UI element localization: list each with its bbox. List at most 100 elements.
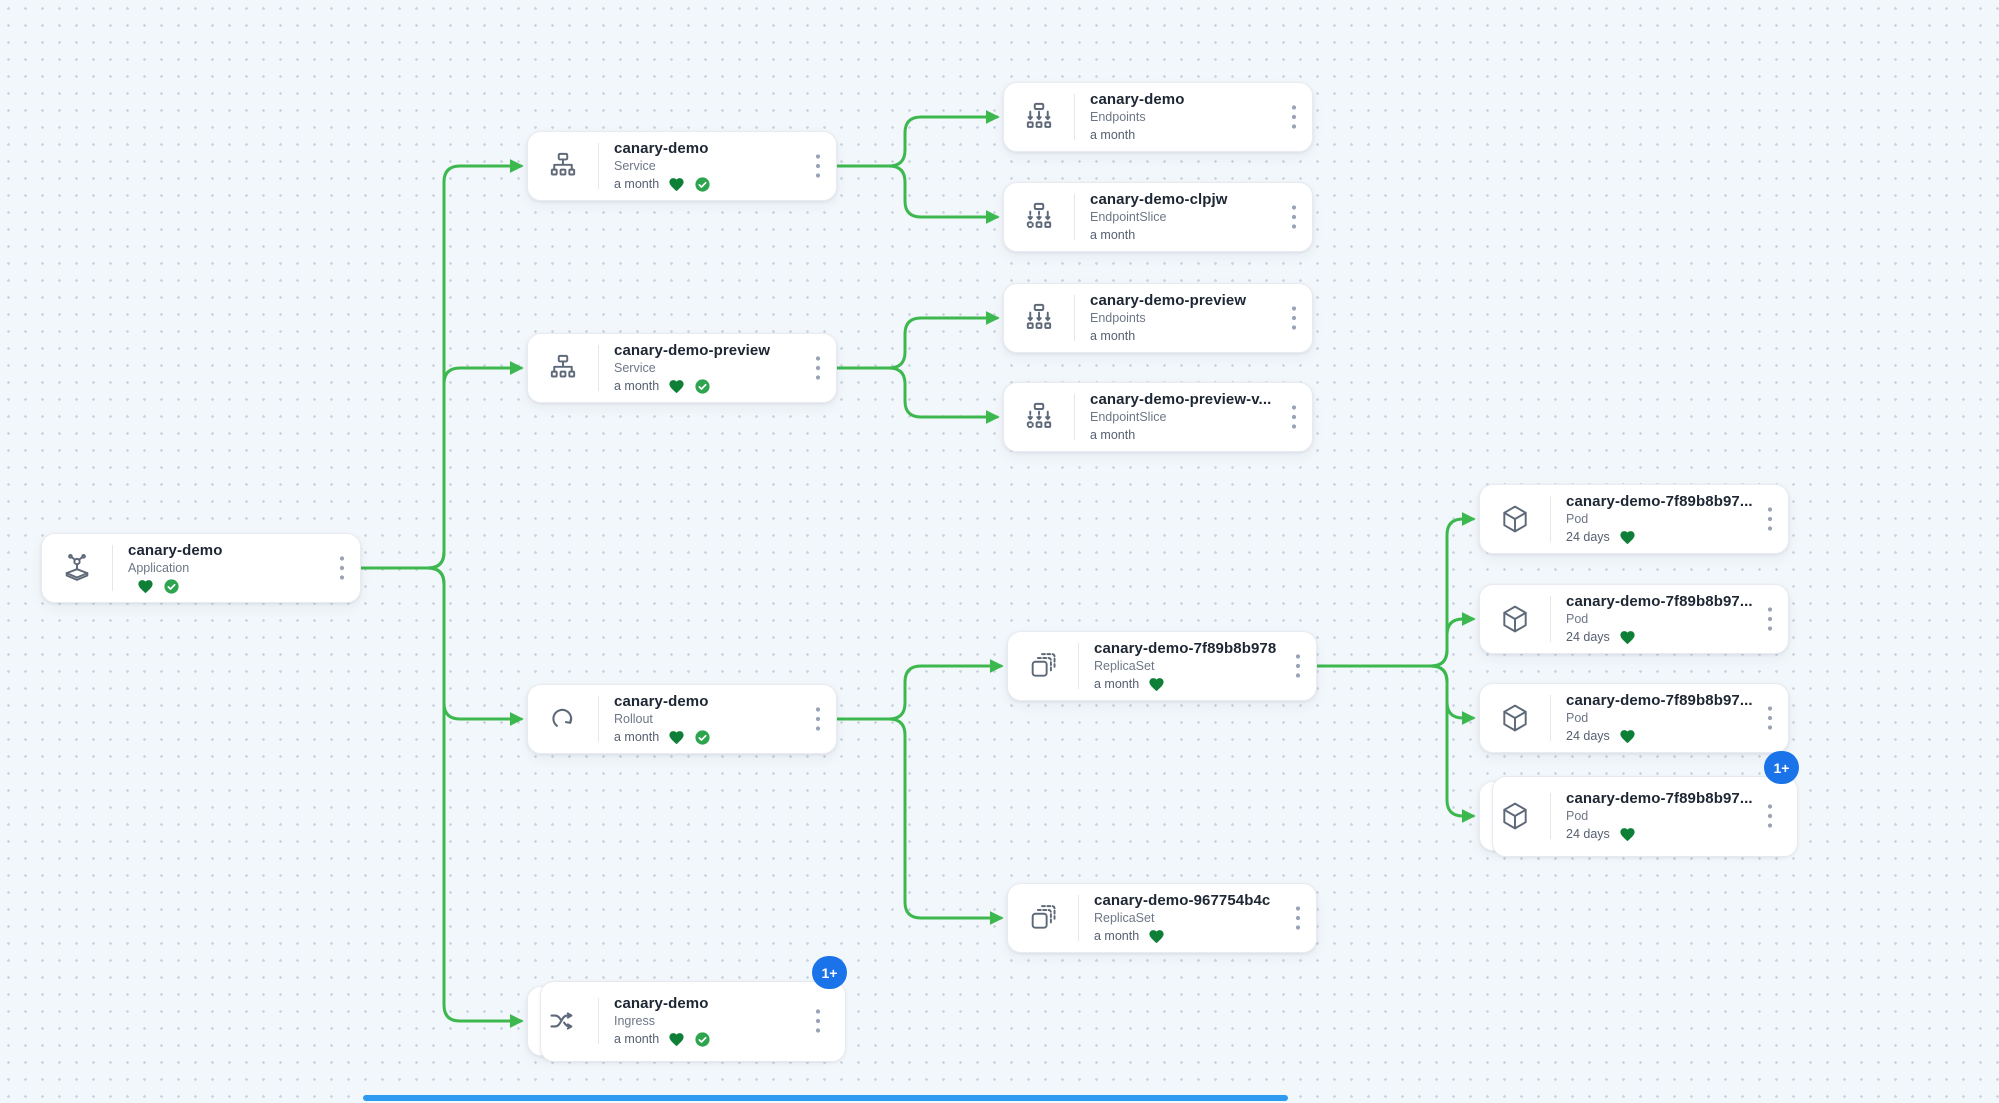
node-kind: Application	[128, 560, 190, 575]
node-application-canary-demo[interactable]: canary-demo Application	[41, 533, 361, 603]
pod-icon	[1480, 502, 1550, 536]
node-age: a month	[614, 730, 660, 744]
node-kind: ReplicaSet	[1094, 910, 1155, 925]
service-icon	[528, 351, 598, 385]
node-age: a month	[1090, 228, 1136, 242]
node-title: canary-demo-7f89b8b97...	[1566, 789, 1753, 807]
node-replicaset-canary-demo-7f89b8b978[interactable]: canary-demo-7f89b8b978 ReplicaSet a mont…	[1007, 631, 1317, 701]
node-title: canary-demo-967754b4c	[1094, 891, 1271, 909]
node-rollout-canary-demo[interactable]: canary-demo Rollout a month	[527, 684, 837, 754]
node-divider	[112, 545, 113, 591]
node-menu-button[interactable]	[1276, 104, 1312, 130]
node-age: a month	[1090, 329, 1136, 343]
more-items-badge[interactable]: 1+	[812, 956, 847, 989]
node-age: 24 days	[1566, 729, 1610, 743]
node-title: canary-demo-clpjw	[1090, 190, 1228, 208]
node-menu-button[interactable]	[1276, 404, 1312, 430]
node-menu-button[interactable]	[1276, 305, 1312, 331]
node-age: a month	[614, 1032, 660, 1046]
node-endpoints-canary-demo[interactable]: canary-demo Endpoints a month	[1003, 82, 1313, 152]
healthy-heart-icon	[1147, 676, 1166, 693]
node-kind: Service	[614, 158, 656, 173]
healthy-heart-icon	[667, 176, 686, 193]
node-menu-button[interactable]	[800, 153, 836, 179]
node-menu-button[interactable]	[1752, 705, 1788, 731]
node-kind: Pod	[1566, 511, 1589, 526]
node-age: 24 days	[1566, 530, 1610, 544]
node-age: 24 days	[1566, 630, 1610, 644]
synced-check-icon	[163, 578, 180, 595]
node-menu-button[interactable]	[324, 555, 360, 581]
healthy-heart-icon	[667, 378, 686, 395]
endpoints-icon	[1004, 100, 1074, 134]
node-title: canary-demo-preview	[1090, 291, 1247, 309]
more-items-badge[interactable]: 1+	[1764, 751, 1799, 784]
node-pod-canary-demo-2[interactable]: canary-demo-7f89b8b97... Pod 24 days	[1479, 584, 1789, 654]
node-title: canary-demo-preview	[614, 341, 771, 359]
node-divider	[1550, 496, 1551, 542]
node-pod-canary-demo-4[interactable]: 1+ canary-demo-7f89b8b97... Pod 24 days	[1479, 751, 1799, 857]
node-divider	[598, 998, 599, 1044]
node-kind: EndpointSlice	[1090, 409, 1167, 424]
healthy-heart-icon	[667, 729, 686, 746]
horizontal-scrollbar[interactable]	[363, 1095, 1288, 1101]
node-title: canary-demo	[128, 541, 223, 559]
synced-check-icon	[694, 1031, 711, 1048]
node-divider	[1550, 793, 1551, 839]
synced-check-icon	[694, 378, 711, 395]
node-title: canary-demo	[1090, 90, 1185, 108]
healthy-heart-icon	[1618, 826, 1637, 843]
node-title: canary-demo	[614, 139, 709, 157]
node-kind: Pod	[1566, 808, 1589, 823]
node-menu-button[interactable]	[800, 355, 836, 381]
node-divider	[1074, 394, 1075, 440]
application-icon	[42, 551, 112, 585]
node-title: canary-demo-7f89b8b978	[1094, 639, 1277, 657]
node-age: a month	[1090, 128, 1136, 142]
healthy-heart-icon	[667, 1031, 686, 1048]
node-kind: Rollout	[614, 711, 653, 726]
healthy-heart-icon	[1147, 928, 1166, 945]
node-service-canary-demo-preview[interactable]: canary-demo-preview Service a month	[527, 333, 837, 403]
node-menu-button[interactable]	[800, 1008, 836, 1034]
node-ingress-canary-demo[interactable]: 1+ canary-demo Ingress a month	[527, 956, 847, 1062]
node-menu-button[interactable]	[1752, 606, 1788, 632]
node-endpointslice-canary-demo-clpjw[interactable]: canary-demo-clpjw EndpointSlice a month	[1003, 182, 1313, 252]
healthy-heart-icon	[1618, 728, 1637, 745]
node-divider	[598, 143, 599, 189]
synced-check-icon	[694, 729, 711, 746]
ingress-icon	[528, 1004, 598, 1038]
node-divider	[1078, 895, 1079, 941]
node-pod-canary-demo-1[interactable]: canary-demo-7f89b8b97... Pod 24 days	[1479, 484, 1789, 554]
service-icon	[528, 149, 598, 183]
node-endpointslice-canary-demo-preview[interactable]: canary-demo-preview-v... EndpointSlice a…	[1003, 382, 1313, 452]
replicaset-icon	[1008, 649, 1078, 683]
healthy-heart-icon	[1618, 629, 1637, 646]
node-menu-button[interactable]	[1752, 506, 1788, 532]
node-menu-button[interactable]	[800, 706, 836, 732]
endpointslice-icon	[1004, 400, 1074, 434]
node-age: a month	[614, 379, 660, 393]
node-divider	[1078, 643, 1079, 689]
node-title: canary-demo-7f89b8b97...	[1566, 592, 1753, 610]
pod-icon	[1480, 602, 1550, 636]
node-replicaset-canary-demo-967754b4c[interactable]: canary-demo-967754b4c ReplicaSet a month	[1007, 883, 1317, 953]
healthy-heart-icon	[136, 578, 155, 595]
node-service-canary-demo[interactable]: canary-demo Service a month	[527, 131, 837, 201]
node-title: canary-demo-7f89b8b97...	[1566, 492, 1753, 510]
pod-icon	[1480, 701, 1550, 735]
node-age: a month	[1090, 428, 1136, 442]
node-age: a month	[1094, 929, 1140, 943]
node-divider	[1074, 94, 1075, 140]
node-pod-canary-demo-3[interactable]: canary-demo-7f89b8b97... Pod 24 days	[1479, 683, 1789, 753]
node-title: canary-demo-7f89b8b97...	[1566, 691, 1753, 709]
node-kind: Ingress	[614, 1013, 655, 1028]
node-title: canary-demo	[614, 994, 709, 1012]
node-menu-button[interactable]	[1280, 653, 1316, 679]
node-menu-button[interactable]	[1752, 803, 1788, 829]
node-menu-button[interactable]	[1276, 204, 1312, 230]
node-divider	[1074, 295, 1075, 341]
node-divider	[1550, 596, 1551, 642]
node-menu-button[interactable]	[1280, 905, 1316, 931]
node-endpoints-canary-demo-preview[interactable]: canary-demo-preview Endpoints a month	[1003, 283, 1313, 353]
